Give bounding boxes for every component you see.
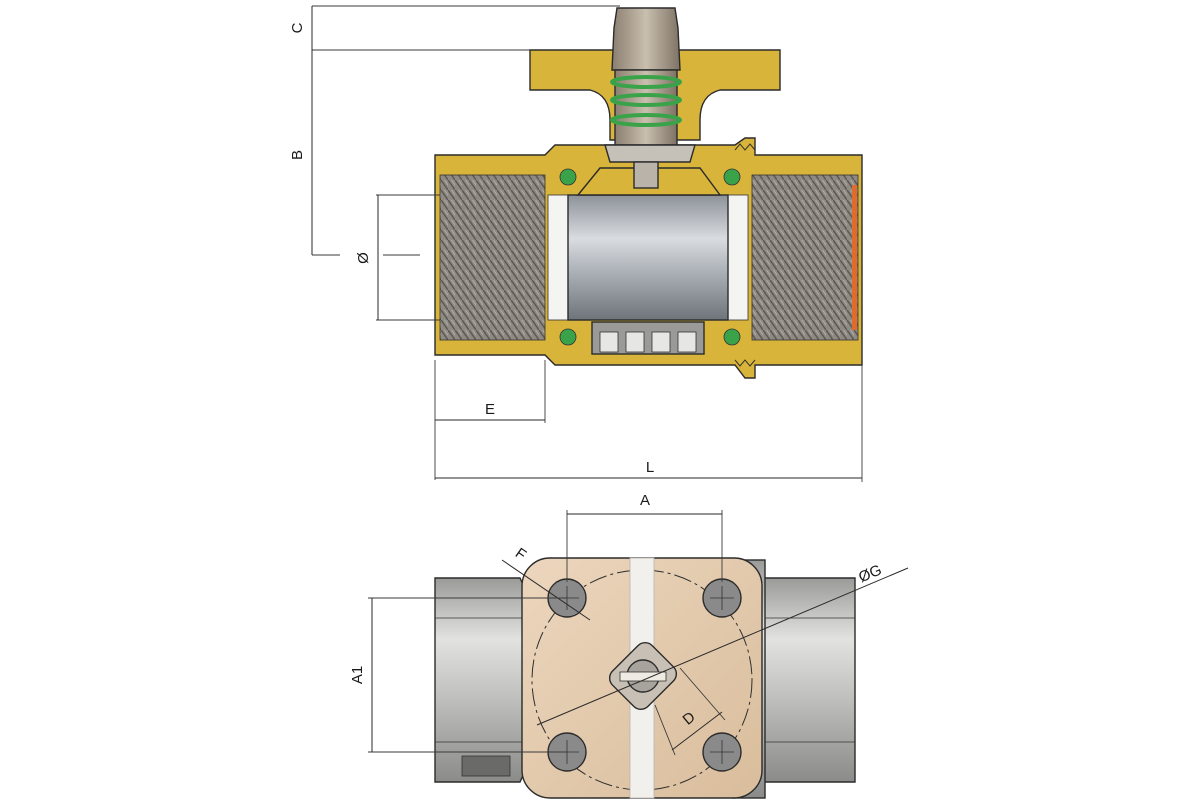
seal-bottom-right bbox=[723, 328, 741, 346]
top-view-dimensions: C B Ø E L bbox=[289, 5, 863, 482]
stem-oring-3 bbox=[610, 113, 682, 127]
stem-shaft bbox=[614, 69, 678, 146]
dimension-e-label: E bbox=[485, 401, 495, 418]
stem-oring-2 bbox=[610, 93, 682, 107]
right-end-body bbox=[757, 577, 856, 783]
right-internal-thread bbox=[751, 174, 859, 341]
seal-top-left bbox=[559, 168, 577, 186]
ball bbox=[567, 194, 729, 321]
dimension-f-label: F bbox=[512, 545, 529, 564]
dimension-bore-label: Ø bbox=[355, 252, 372, 264]
dimension-a1-label: A1 bbox=[349, 666, 366, 684]
dimension-l-label: L bbox=[646, 459, 654, 476]
right-seat-sleeve bbox=[727, 194, 749, 321]
dimension-a-label: A bbox=[640, 492, 650, 509]
stem-slot bbox=[619, 671, 667, 682]
thread-sealant bbox=[852, 185, 857, 330]
dimension-c-label: C bbox=[289, 22, 306, 33]
section-view bbox=[434, 7, 863, 379]
dimension-g-label: ØG bbox=[856, 561, 884, 586]
body-marking bbox=[461, 755, 511, 777]
left-internal-thread bbox=[439, 174, 546, 341]
stem-collar bbox=[604, 144, 696, 163]
left-seat-sleeve bbox=[547, 194, 569, 321]
stem-tang bbox=[633, 161, 659, 189]
plan-view bbox=[434, 557, 856, 799]
left-hex-end bbox=[434, 577, 531, 783]
union-thread bbox=[734, 143, 756, 367]
stem-head bbox=[611, 7, 681, 71]
seal-top-right bbox=[723, 168, 741, 186]
dimension-b-label: B bbox=[289, 150, 306, 160]
stem-oring-1 bbox=[610, 75, 682, 89]
seal-bottom-left bbox=[559, 328, 577, 346]
